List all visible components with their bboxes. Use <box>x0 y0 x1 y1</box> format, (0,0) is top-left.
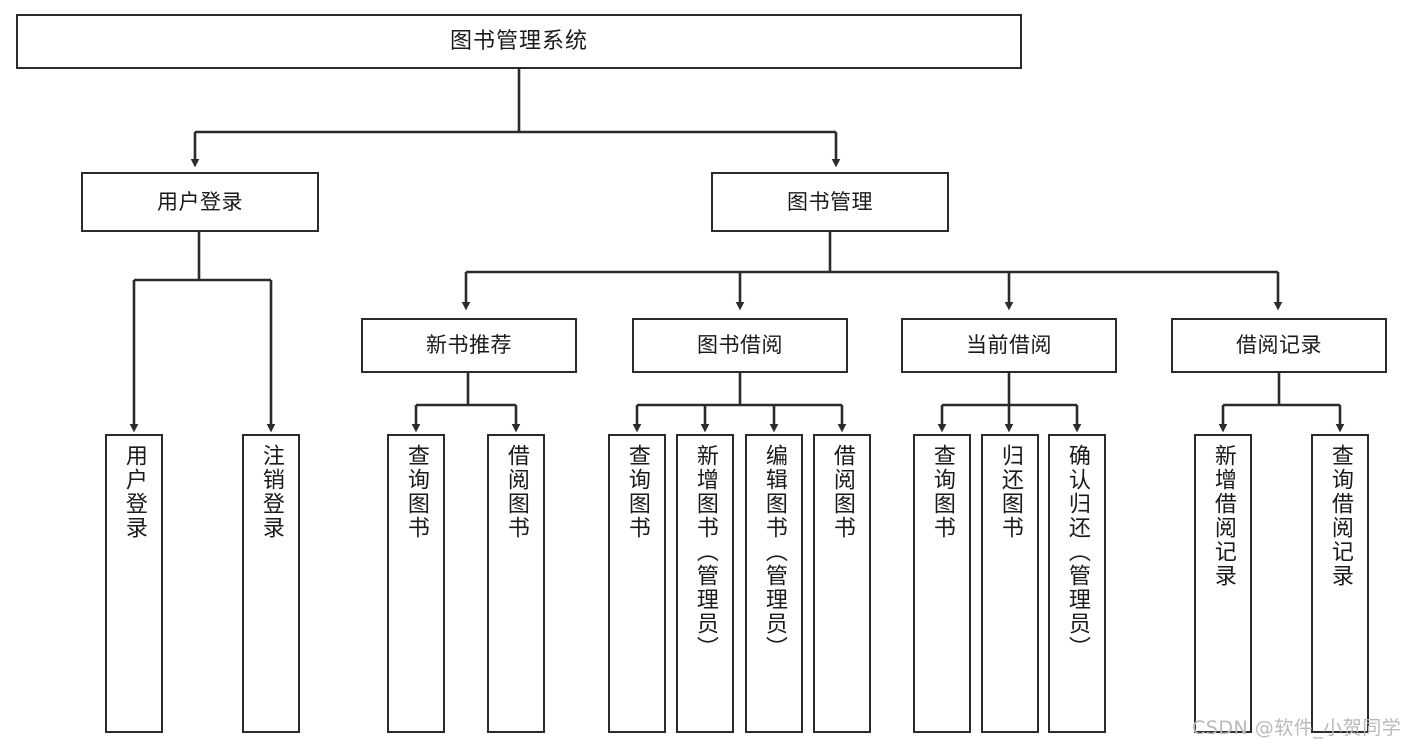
node-current-borrow[interactable]: 当前借阅 <box>901 318 1117 373</box>
node-label: 查询图书 <box>929 444 955 540</box>
node-label: 图书管理系统 <box>449 28 588 54</box>
node-label: 图书管理 <box>787 189 873 214</box>
leaf-new-book-borrow[interactable]: 借阅图书 <box>487 434 545 733</box>
node-label: 编辑图书（管理员） <box>761 444 787 660</box>
node-label: 借阅记录 <box>1236 333 1322 358</box>
leaf-borrow-query-book[interactable]: 查询图书 <box>608 434 666 733</box>
node-label: 借阅图书 <box>503 444 529 540</box>
node-label: 新书推荐 <box>426 333 512 358</box>
node-label: 归还图书 <box>997 444 1023 540</box>
leaf-current-query-book[interactable]: 查询图书 <box>913 434 971 733</box>
node-label: 查询图书 <box>624 444 650 540</box>
leaf-new-book-query[interactable]: 查询图书 <box>387 434 445 733</box>
node-label: 确认归还（管理员） <box>1064 444 1090 660</box>
node-root-system[interactable]: 图书管理系统 <box>16 14 1022 69</box>
node-label: 用户登录 <box>157 189 243 214</box>
node-book-management[interactable]: 图书管理 <box>711 172 949 232</box>
node-label: 借阅图书 <box>829 444 855 540</box>
node-label: 新增借阅记录 <box>1210 444 1236 588</box>
node-label: 图书借阅 <box>697 333 783 358</box>
node-label: 用户登录 <box>121 444 147 540</box>
node-new-book-recommend[interactable]: 新书推荐 <box>361 318 577 373</box>
leaf-user-login-login[interactable]: 用户登录 <box>105 434 163 733</box>
leaf-records-add-record[interactable]: 新增借阅记录 <box>1194 434 1252 733</box>
watermark-text: CSDN @软件_小贺同学 <box>1192 717 1402 739</box>
leaf-current-confirm-return-admin[interactable]: 确认归还（管理员） <box>1048 434 1106 733</box>
node-label: 注销登录 <box>258 444 284 540</box>
leaf-borrow-borrow-book[interactable]: 借阅图书 <box>813 434 871 733</box>
node-book-borrow[interactable]: 图书借阅 <box>632 318 848 373</box>
leaf-borrow-edit-book-admin[interactable]: 编辑图书（管理员） <box>745 434 803 733</box>
leaf-user-login-logout[interactable]: 注销登录 <box>242 434 300 733</box>
node-label: 查询借阅记录 <box>1327 444 1353 588</box>
node-label: 新增图书（管理员） <box>692 444 718 660</box>
leaf-current-return-book[interactable]: 归还图书 <box>981 434 1039 733</box>
node-label: 查询图书 <box>403 444 429 540</box>
node-borrow-records[interactable]: 借阅记录 <box>1171 318 1387 373</box>
node-user-login[interactable]: 用户登录 <box>81 172 319 232</box>
leaf-records-query-record[interactable]: 查询借阅记录 <box>1311 434 1369 733</box>
leaf-borrow-add-book-admin[interactable]: 新增图书（管理员） <box>676 434 734 733</box>
node-label: 当前借阅 <box>966 333 1052 358</box>
